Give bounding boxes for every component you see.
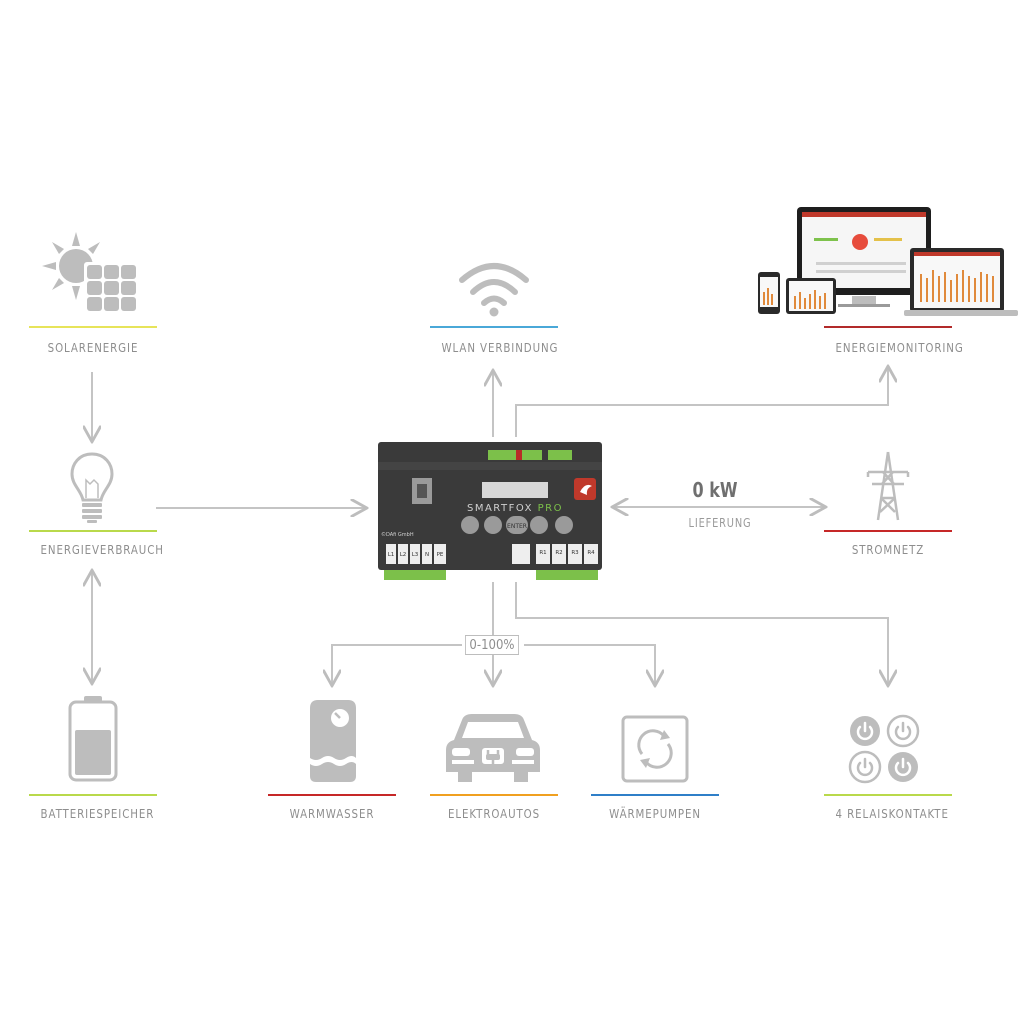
label-water: WARMWASSER: [289, 806, 375, 821]
label-monitoring: ENERGIEMONITORING: [835, 340, 964, 355]
arrow-device-to-monitoring: [515, 368, 888, 437]
power-pylon-icon: [866, 451, 910, 521]
svg-text:ENTER: ENTER: [507, 523, 527, 530]
svg-text:R2: R2: [555, 550, 562, 556]
svg-text:PE: PE: [437, 552, 444, 558]
relay-switches-icon: [848, 714, 920, 784]
wifi-icon: [459, 263, 529, 317]
heat-pump-icon: [621, 715, 689, 783]
label-heatpump: WÄRMEPUMPEN: [609, 806, 701, 821]
label-battery: BATTERIESPEICHER: [40, 806, 155, 821]
svg-text:L1: L1: [388, 552, 395, 558]
monitoring-devices-icon: [758, 207, 1018, 316]
battery-icon: [68, 696, 118, 782]
grid-power-status: LIEFERUNG: [688, 516, 752, 530]
svg-text:R1: R1: [539, 550, 546, 556]
svg-text:N: N: [425, 552, 429, 558]
load-range-badge: 0-100%: [465, 635, 519, 655]
water-heater-icon: [310, 700, 356, 782]
label-wlan: WLAN VERBINDUNG: [441, 340, 559, 355]
svg-text:©DAfi GmbH: ©DAfi GmbH: [381, 531, 414, 538]
label-ev: ELEKTROAUTOS: [447, 806, 541, 821]
svg-text:R3: R3: [571, 550, 579, 556]
label-consumption: ENERGIEVERBRAUCH: [40, 542, 164, 557]
svg-text:SMARTFOX PRO: SMARTFOX PRO: [467, 503, 563, 514]
arrow-to-heatpump: [524, 644, 655, 684]
svg-text:L3: L3: [412, 552, 419, 558]
svg-text:R4: R4: [587, 550, 595, 556]
label-solar: SOLARENERGIE: [47, 340, 139, 355]
svg-text:L2: L2: [400, 552, 407, 558]
label-grid: STROMNETZ: [851, 542, 925, 557]
electric-car-icon: [446, 714, 540, 782]
grid-power-value: 0 kW: [692, 478, 738, 502]
label-relays: 4 RELAISKONTAKTE: [835, 806, 949, 821]
arrow-device-to-relays: [515, 582, 888, 684]
arrow-to-water: [332, 644, 462, 684]
lightbulb-icon: [70, 452, 114, 523]
solar-panel-icon: [42, 232, 140, 314]
